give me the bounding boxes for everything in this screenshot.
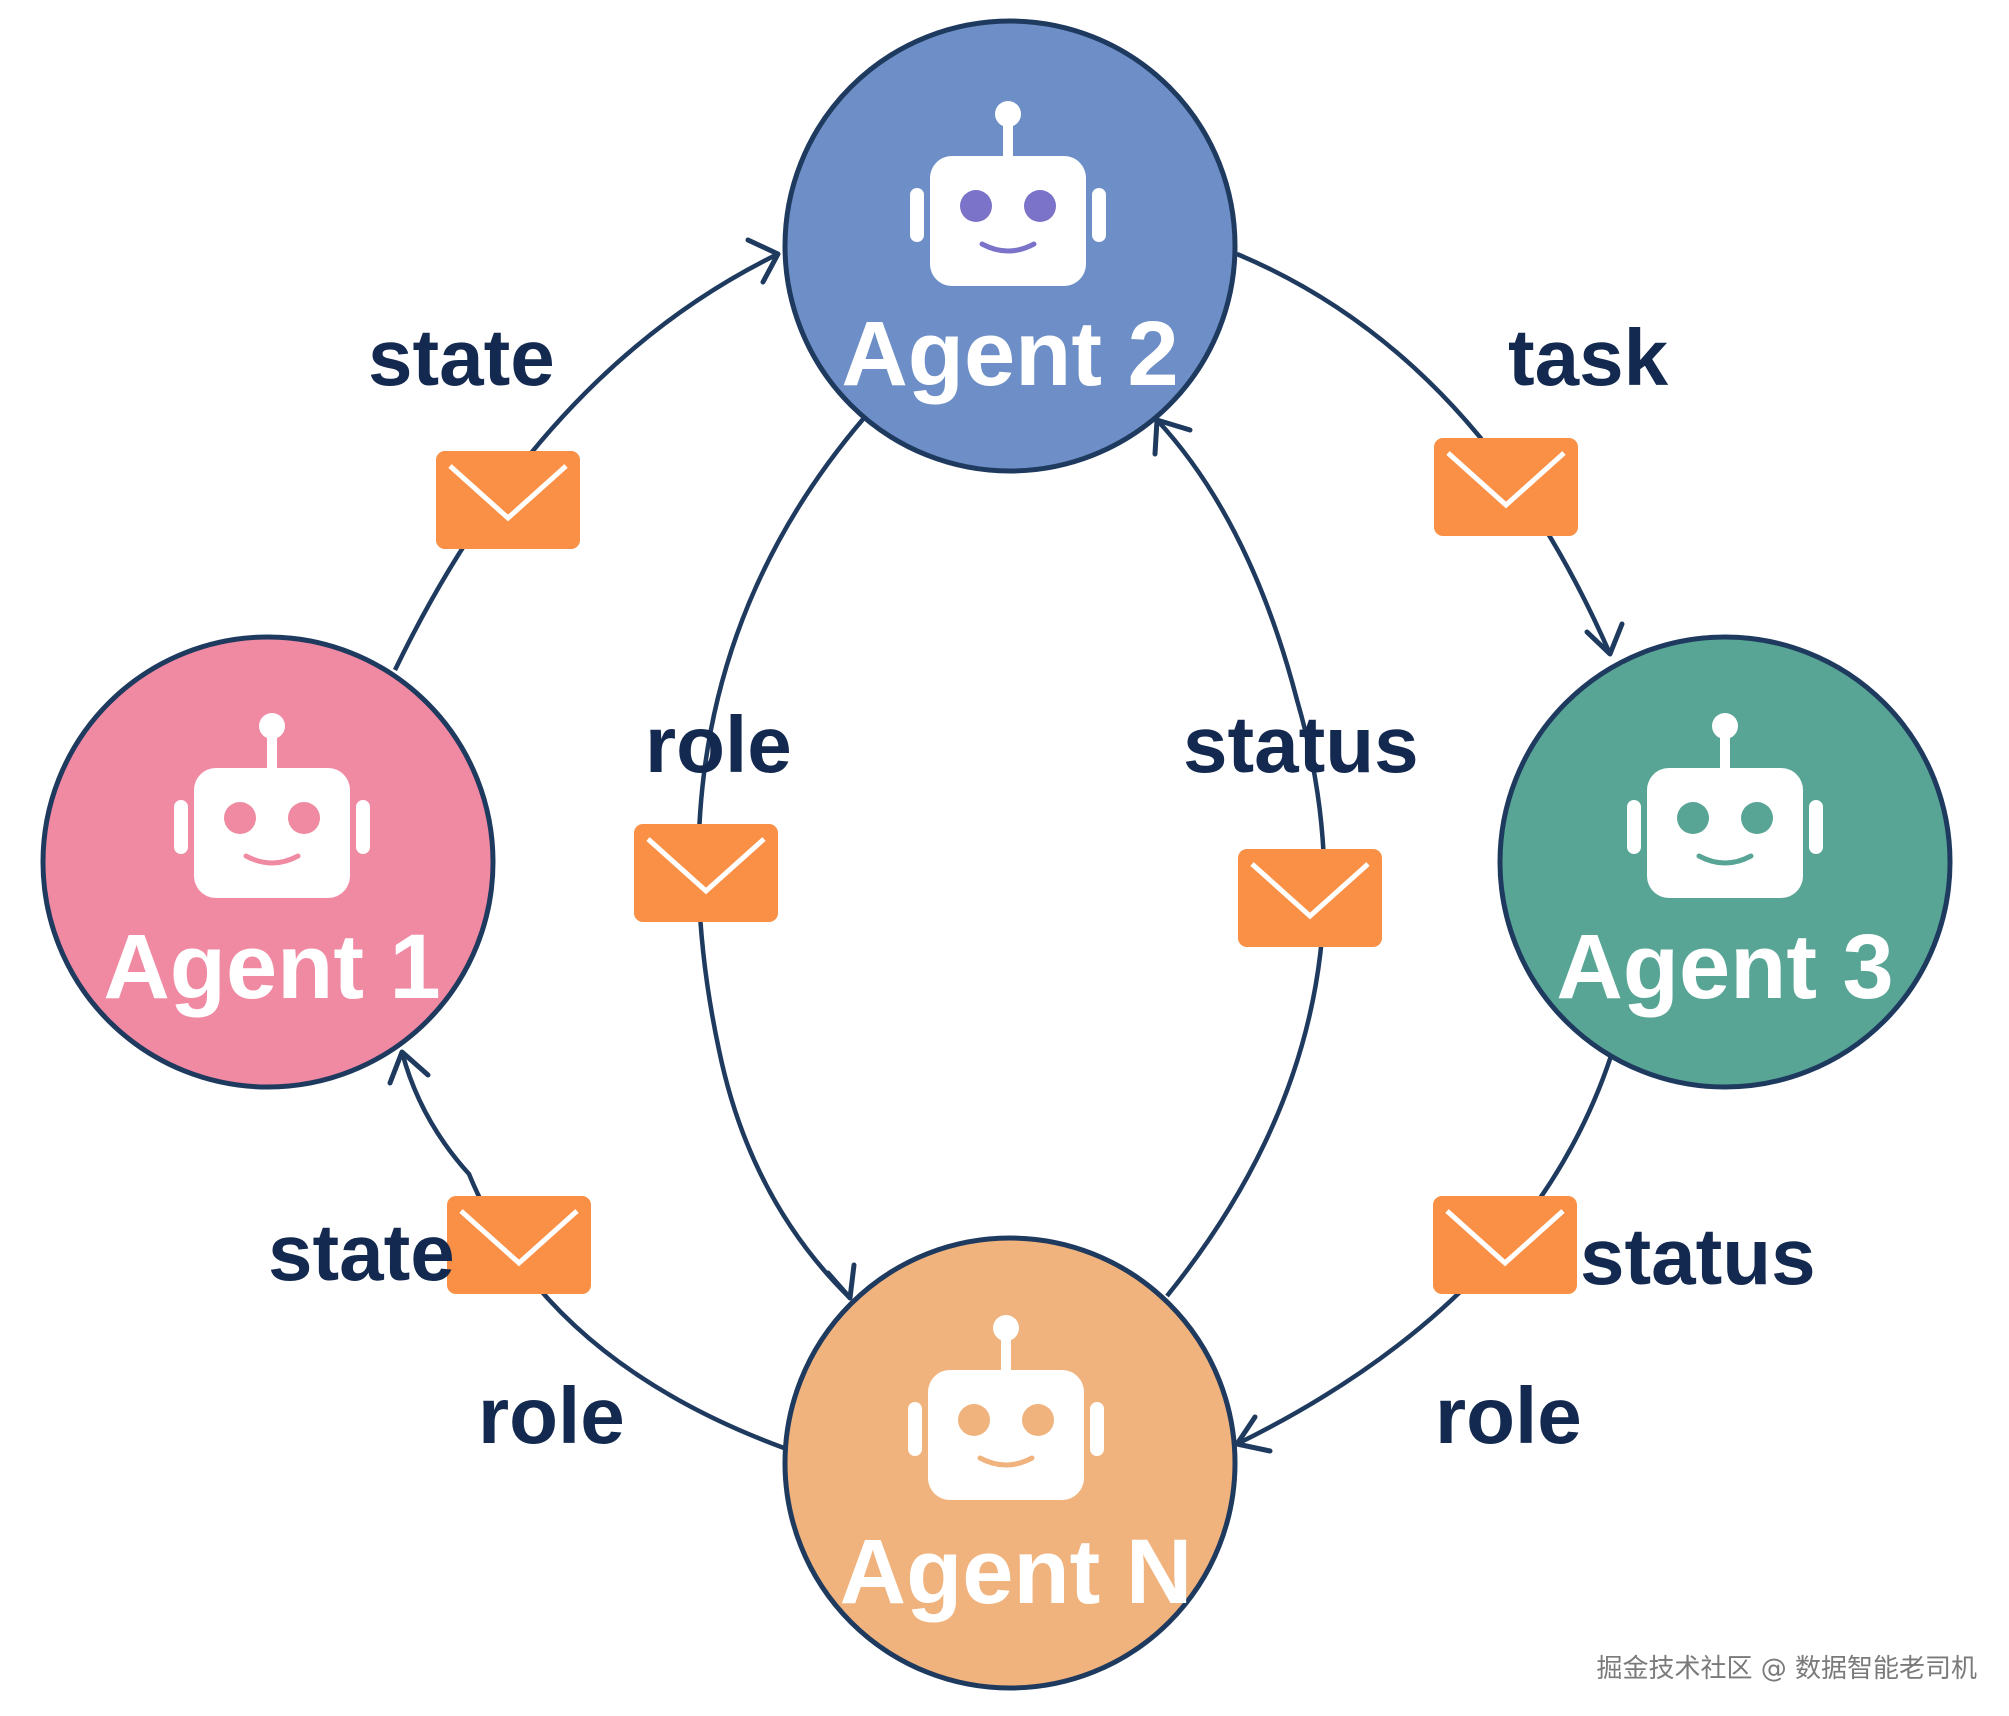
envelope-icon [1433, 1196, 1577, 1294]
agent-node-agentN[interactable]: Agent N [782, 1235, 1238, 1691]
edge-label-status-right: status [1580, 1212, 1816, 1301]
edge-agent2-to-agentN [696, 416, 866, 1300]
robot-icon [174, 713, 370, 898]
agentN-label: Agent N [840, 1521, 1193, 1623]
agent-node-agent2[interactable]: Agent 2 [782, 18, 1238, 474]
arrowhead-to-agentN-outer [1234, 1414, 1273, 1454]
robot-icon [908, 1315, 1104, 1500]
edge-label-state-top: state [368, 313, 555, 402]
robot-icon [910, 101, 1106, 286]
arrowhead-to-agent2-inner [1152, 417, 1193, 457]
arrowhead-to-agent1 [387, 1049, 431, 1086]
envelope-icon [1238, 849, 1382, 947]
envelope-icon [436, 451, 580, 549]
edge-label-role-left: role [478, 1371, 625, 1460]
edge-agent2-to-agent3 [1236, 251, 1613, 655]
envelope-icon [447, 1196, 591, 1294]
edge-label-role-inner: role [645, 700, 792, 789]
agent3-label: Agent 3 [1556, 916, 1893, 1018]
agent1-label: Agent 1 [103, 916, 440, 1018]
edge-agent1-to-agent2 [392, 251, 779, 671]
edge-label-task: task [1508, 313, 1669, 402]
edge-label-status-inner: status [1183, 700, 1419, 789]
arrowhead-to-agentN-inner [825, 1262, 857, 1301]
watermark: 掘金技术社区 @ 数据智能老司机 [1596, 1654, 1977, 1684]
edge-label-state-bottom: state [268, 1208, 455, 1297]
edge-label-role-right: role [1435, 1371, 1582, 1460]
arrowhead-to-agent3 [1584, 621, 1625, 657]
agent-node-agent1[interactable]: Agent 1 [40, 634, 496, 1090]
envelope-icon [1434, 438, 1578, 536]
envelope-icon [634, 824, 778, 922]
arrowhead-to-agent2 [745, 237, 781, 285]
agent2-label: Agent 2 [841, 303, 1178, 405]
edge-agentN-to-agent2 [1155, 418, 1327, 1298]
robot-icon [1627, 713, 1823, 898]
agent-node-agent3[interactable]: Agent 3 [1497, 634, 1953, 1090]
